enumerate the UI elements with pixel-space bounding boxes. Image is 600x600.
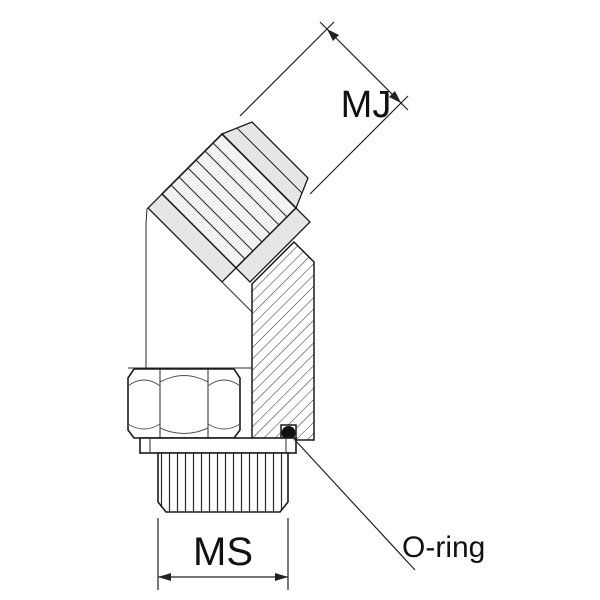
mj-arrowhead-upper [327, 29, 339, 41]
hex-outline [127, 368, 241, 439]
mj-extension-line-right [309, 95, 409, 195]
mj-dimension: MJ [239, 21, 409, 195]
elbow-inner-bore-line [221, 281, 253, 313]
washer [139, 437, 297, 454]
elbow-left-silhouette [145, 193, 163, 368]
o-ring-dot [281, 426, 296, 440]
ms-thread-stud [157, 452, 289, 513]
body-section [251, 240, 315, 441]
ms-arrowhead-right [275, 573, 288, 581]
mj-nose-line [236, 127, 303, 194]
ms-arrowhead-left [158, 573, 171, 581]
elbow-body [128, 193, 253, 369]
ms-thread-texture [157, 452, 289, 513]
mj-thread-lines [170, 142, 288, 260]
washer-outline [139, 437, 297, 454]
hex-bottom-chamfer-arcs [127, 423, 241, 434]
oring-callout-label: O-ring [402, 531, 485, 564]
ms-dimension-label: MS [193, 530, 253, 574]
ms-dimension: MS [157, 518, 289, 590]
hex-top-chamfer-arcs [127, 375, 241, 387]
mj-dimension-label: MJ [341, 84, 392, 126]
oring-leader-line [293, 438, 416, 571]
oring-callout: O-ring [293, 438, 485, 571]
mj-extension-line-left [239, 21, 335, 117]
section-hatched-region [251, 240, 315, 441]
elbow-right-chamfer [235, 207, 311, 283]
hex-locknut [127, 368, 241, 439]
mj-arrowhead-lower [389, 91, 401, 103]
